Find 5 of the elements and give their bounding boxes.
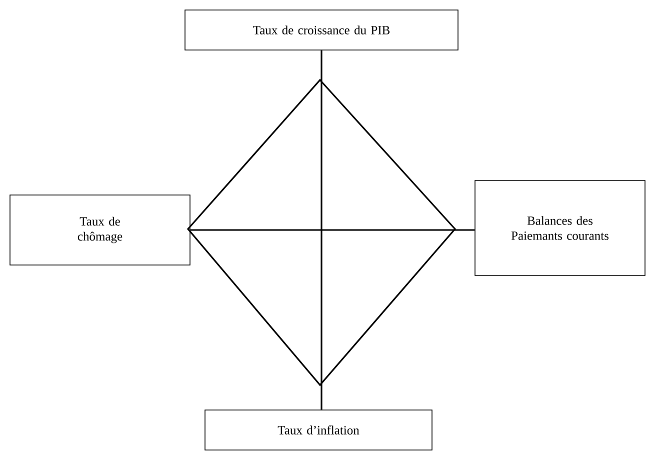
- connector-line: [320, 50, 322, 410]
- label-box: Taux d’inflation: [204, 410, 432, 450]
- label-box: Balances des Paiemants courants: [474, 180, 646, 276]
- label-box: Taux de croissance du PIB: [184, 10, 458, 50]
- label-box: Taux de chômage: [10, 194, 190, 266]
